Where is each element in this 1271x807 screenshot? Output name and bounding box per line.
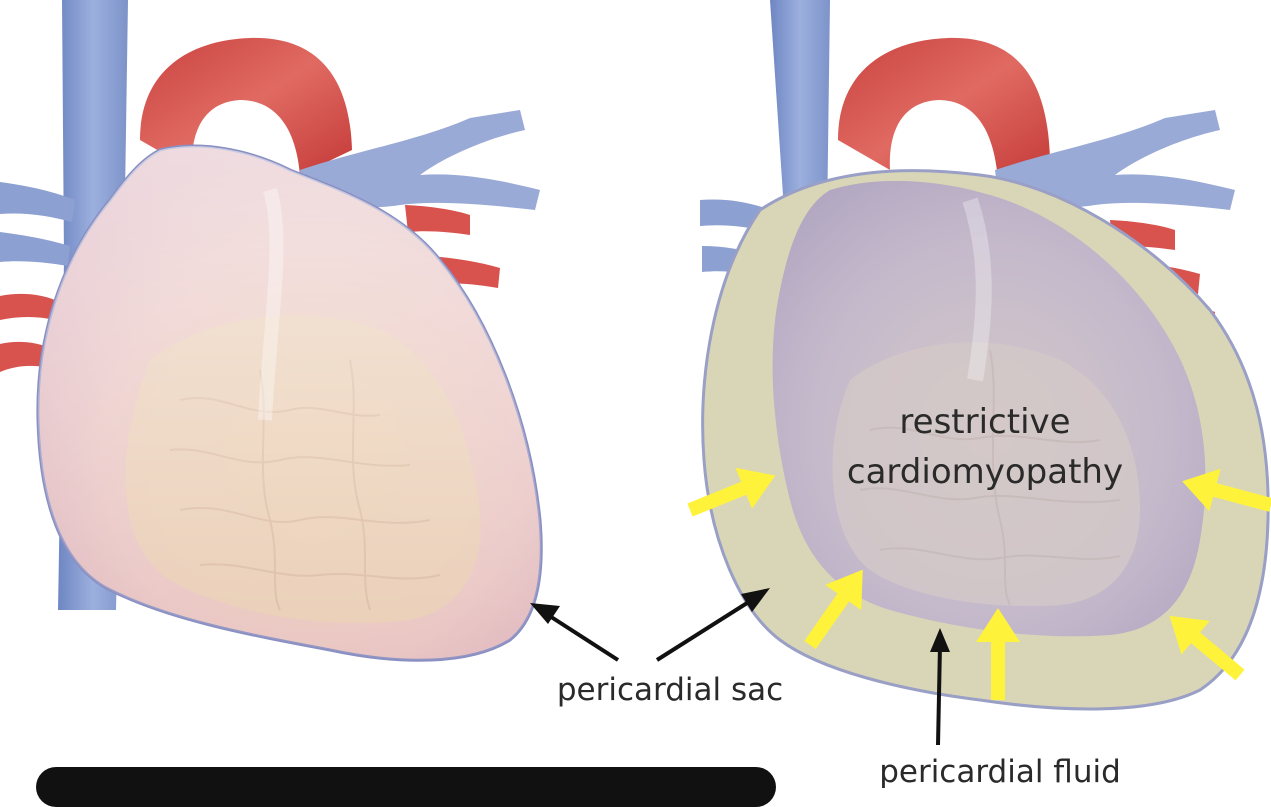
heart-illustration: restrictive cardiomyopathy pericardial s… [0, 0, 1271, 788]
right-heart [700, 0, 1268, 709]
label-restrictive: restrictive [899, 402, 1070, 442]
label-pericardial-sac: pericardial sac [557, 672, 783, 708]
left-heart [0, 0, 541, 660]
arrow-to-left-sac [530, 603, 618, 660]
arrow-to-right-sac [657, 588, 770, 660]
label-pericardial-fluid: pericardial fluid [879, 754, 1121, 788]
label-cardiomyopathy: cardiomyopathy [847, 452, 1123, 492]
bottom-bar [36, 767, 776, 807]
right-aorta [838, 38, 1050, 180]
